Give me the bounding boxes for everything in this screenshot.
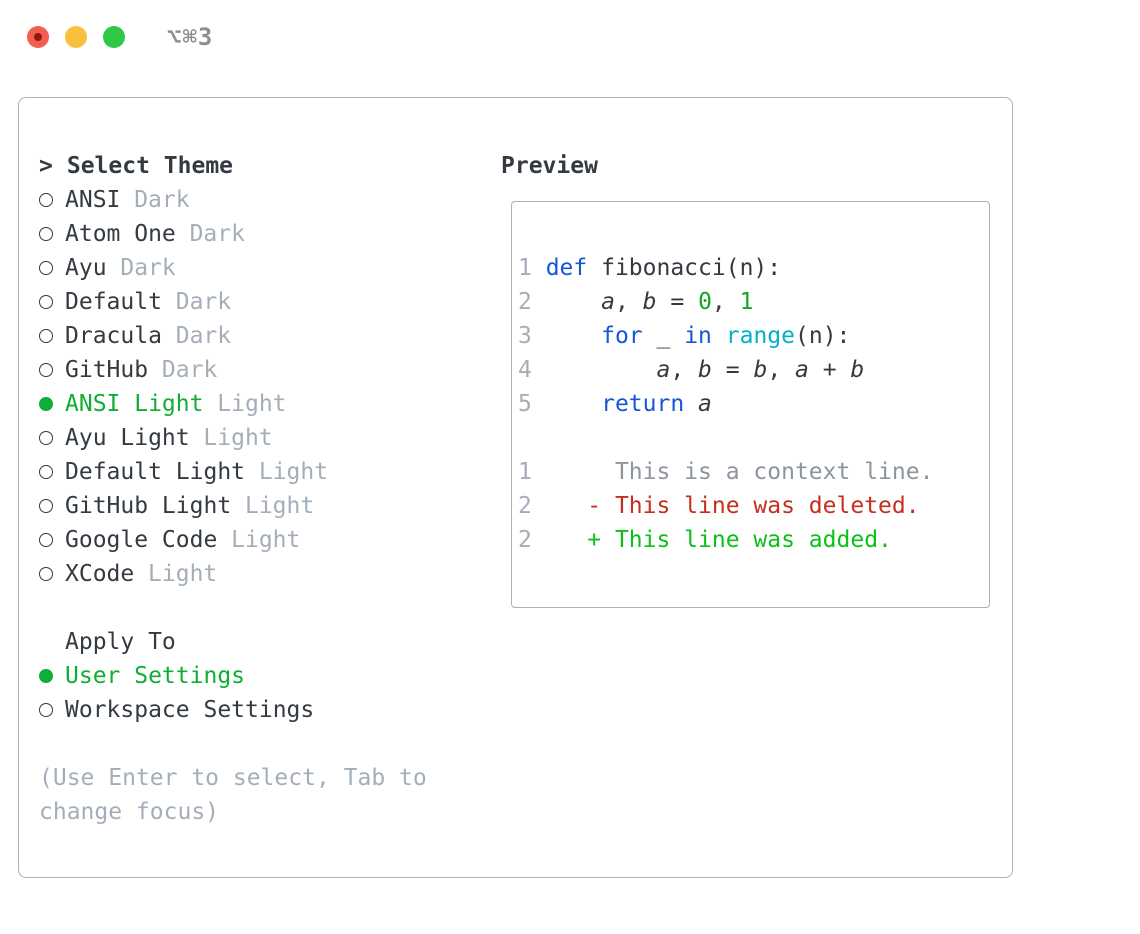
radio-icon — [39, 295, 53, 309]
theme-option-label: Ayu Light — [65, 425, 190, 451]
radio-icon — [39, 363, 53, 377]
theme-option-tag: Dark — [175, 323, 232, 349]
theme-option[interactable]: ANSI Light Light — [39, 387, 501, 421]
radio-icon — [39, 227, 53, 241]
code-block: 1 def fibonacci(n): 2 a, b = 0, 1 3 for _ … — [518, 251, 989, 557]
theme-option[interactable]: ANSI Dark — [39, 183, 501, 217]
apply-option[interactable]: Workspace Settings — [39, 693, 501, 727]
prompt-icon: > — [39, 153, 53, 179]
theme-option-label: GitHub — [65, 357, 149, 383]
theme-option[interactable]: Default Light Light — [39, 455, 501, 489]
theme-option[interactable]: Default Dark — [39, 285, 501, 319]
theme-option-label: Ayu — [65, 255, 107, 281]
theme-option-tag: Dark — [120, 255, 176, 281]
theme-option-tag: Dark — [161, 357, 218, 383]
preview-column: Preview 1 def fibonacci(n): 2 a, b = 0, 1… — [501, 149, 994, 877]
theme-option-label: GitHub Light — [65, 493, 232, 519]
theme-option[interactable]: Google Code Light — [39, 523, 501, 557]
theme-option[interactable]: Ayu Dark — [39, 251, 501, 285]
theme-option-label: Dracula — [65, 323, 162, 349]
theme-option[interactable]: Atom One Dark — [39, 217, 501, 251]
theme-option-label: Default Light — [65, 459, 246, 485]
select-theme-title: Select Theme — [66, 153, 234, 179]
radio-icon — [39, 261, 53, 275]
zoom-button[interactable] — [103, 26, 125, 48]
theme-option-tag: Light — [258, 459, 329, 485]
radio-icon — [39, 567, 53, 581]
theme-option-tag: Dark — [134, 187, 190, 213]
code-line: 4 a, b = b, a + b — [518, 357, 865, 383]
radio-icon — [39, 193, 53, 207]
theme-option-tag: Light — [217, 391, 287, 417]
code-line: 5 return a — [518, 391, 712, 417]
code-line: 1 def fibonacci(n): — [518, 255, 782, 281]
radio-icon — [39, 431, 53, 445]
radio-icon — [39, 499, 53, 513]
radio-icon — [39, 329, 53, 343]
code-line: 1 This is a context line. — [518, 459, 934, 485]
theme-option[interactable]: GitHub Light Light — [39, 489, 501, 523]
code-line: 2 + This line was added. — [518, 527, 892, 553]
theme-option-label: ANSI Light — [65, 391, 204, 417]
code-line — [518, 421, 989, 455]
code-line: 3 for _ in range(n): — [518, 323, 851, 349]
apply-option-label: User Settings — [65, 663, 246, 689]
keyboard-hint: (Use Enter to select, Tab to change focu… — [39, 765, 427, 825]
apply-to-header: Apply To — [65, 629, 176, 655]
theme-option[interactable]: GitHub Dark — [39, 353, 501, 387]
theme-option-tag: Dark — [189, 221, 245, 247]
radio-icon — [39, 703, 53, 717]
theme-option-label: Google Code — [65, 527, 218, 553]
preview-title: Preview — [501, 153, 598, 179]
theme-option[interactable]: Ayu Light Light — [39, 421, 501, 455]
radio-icon — [39, 465, 53, 479]
apply-option-label: Workspace Settings — [65, 697, 315, 723]
apply-option[interactable]: User Settings — [39, 659, 501, 693]
window-title: ⌥⌘3 — [167, 23, 214, 51]
close-button[interactable] — [27, 26, 49, 48]
code-line: 2 a, b = 0, 1 — [518, 289, 754, 315]
theme-option-tag: Light — [203, 425, 273, 451]
theme-option-tag: Light — [148, 561, 218, 587]
theme-option-label: XCode — [65, 561, 135, 587]
minimize-button[interactable] — [65, 26, 87, 48]
titlebar: ⌥⌘3 — [0, 0, 1140, 97]
theme-option-tag: Dark — [175, 289, 232, 315]
preview-box: 1 def fibonacci(n): 2 a, b = 0, 1 3 for _ … — [511, 201, 990, 608]
theme-option-tag: Light — [244, 493, 315, 519]
radio-selected-icon — [39, 397, 53, 411]
theme-option-label: ANSI — [65, 187, 121, 213]
radio-icon — [39, 533, 53, 547]
theme-option[interactable]: XCode Light — [39, 557, 501, 591]
select-theme-header: > Select Theme — [39, 149, 501, 183]
theme-option-label: Atom One — [65, 221, 176, 247]
code-line: 2 - This line was deleted. — [518, 493, 920, 519]
radio-selected-icon — [39, 669, 53, 683]
theme-option[interactable]: Dracula Dark — [39, 319, 501, 353]
theme-option-tag: Light — [231, 527, 301, 553]
theme-option-label: Default — [65, 289, 162, 315]
